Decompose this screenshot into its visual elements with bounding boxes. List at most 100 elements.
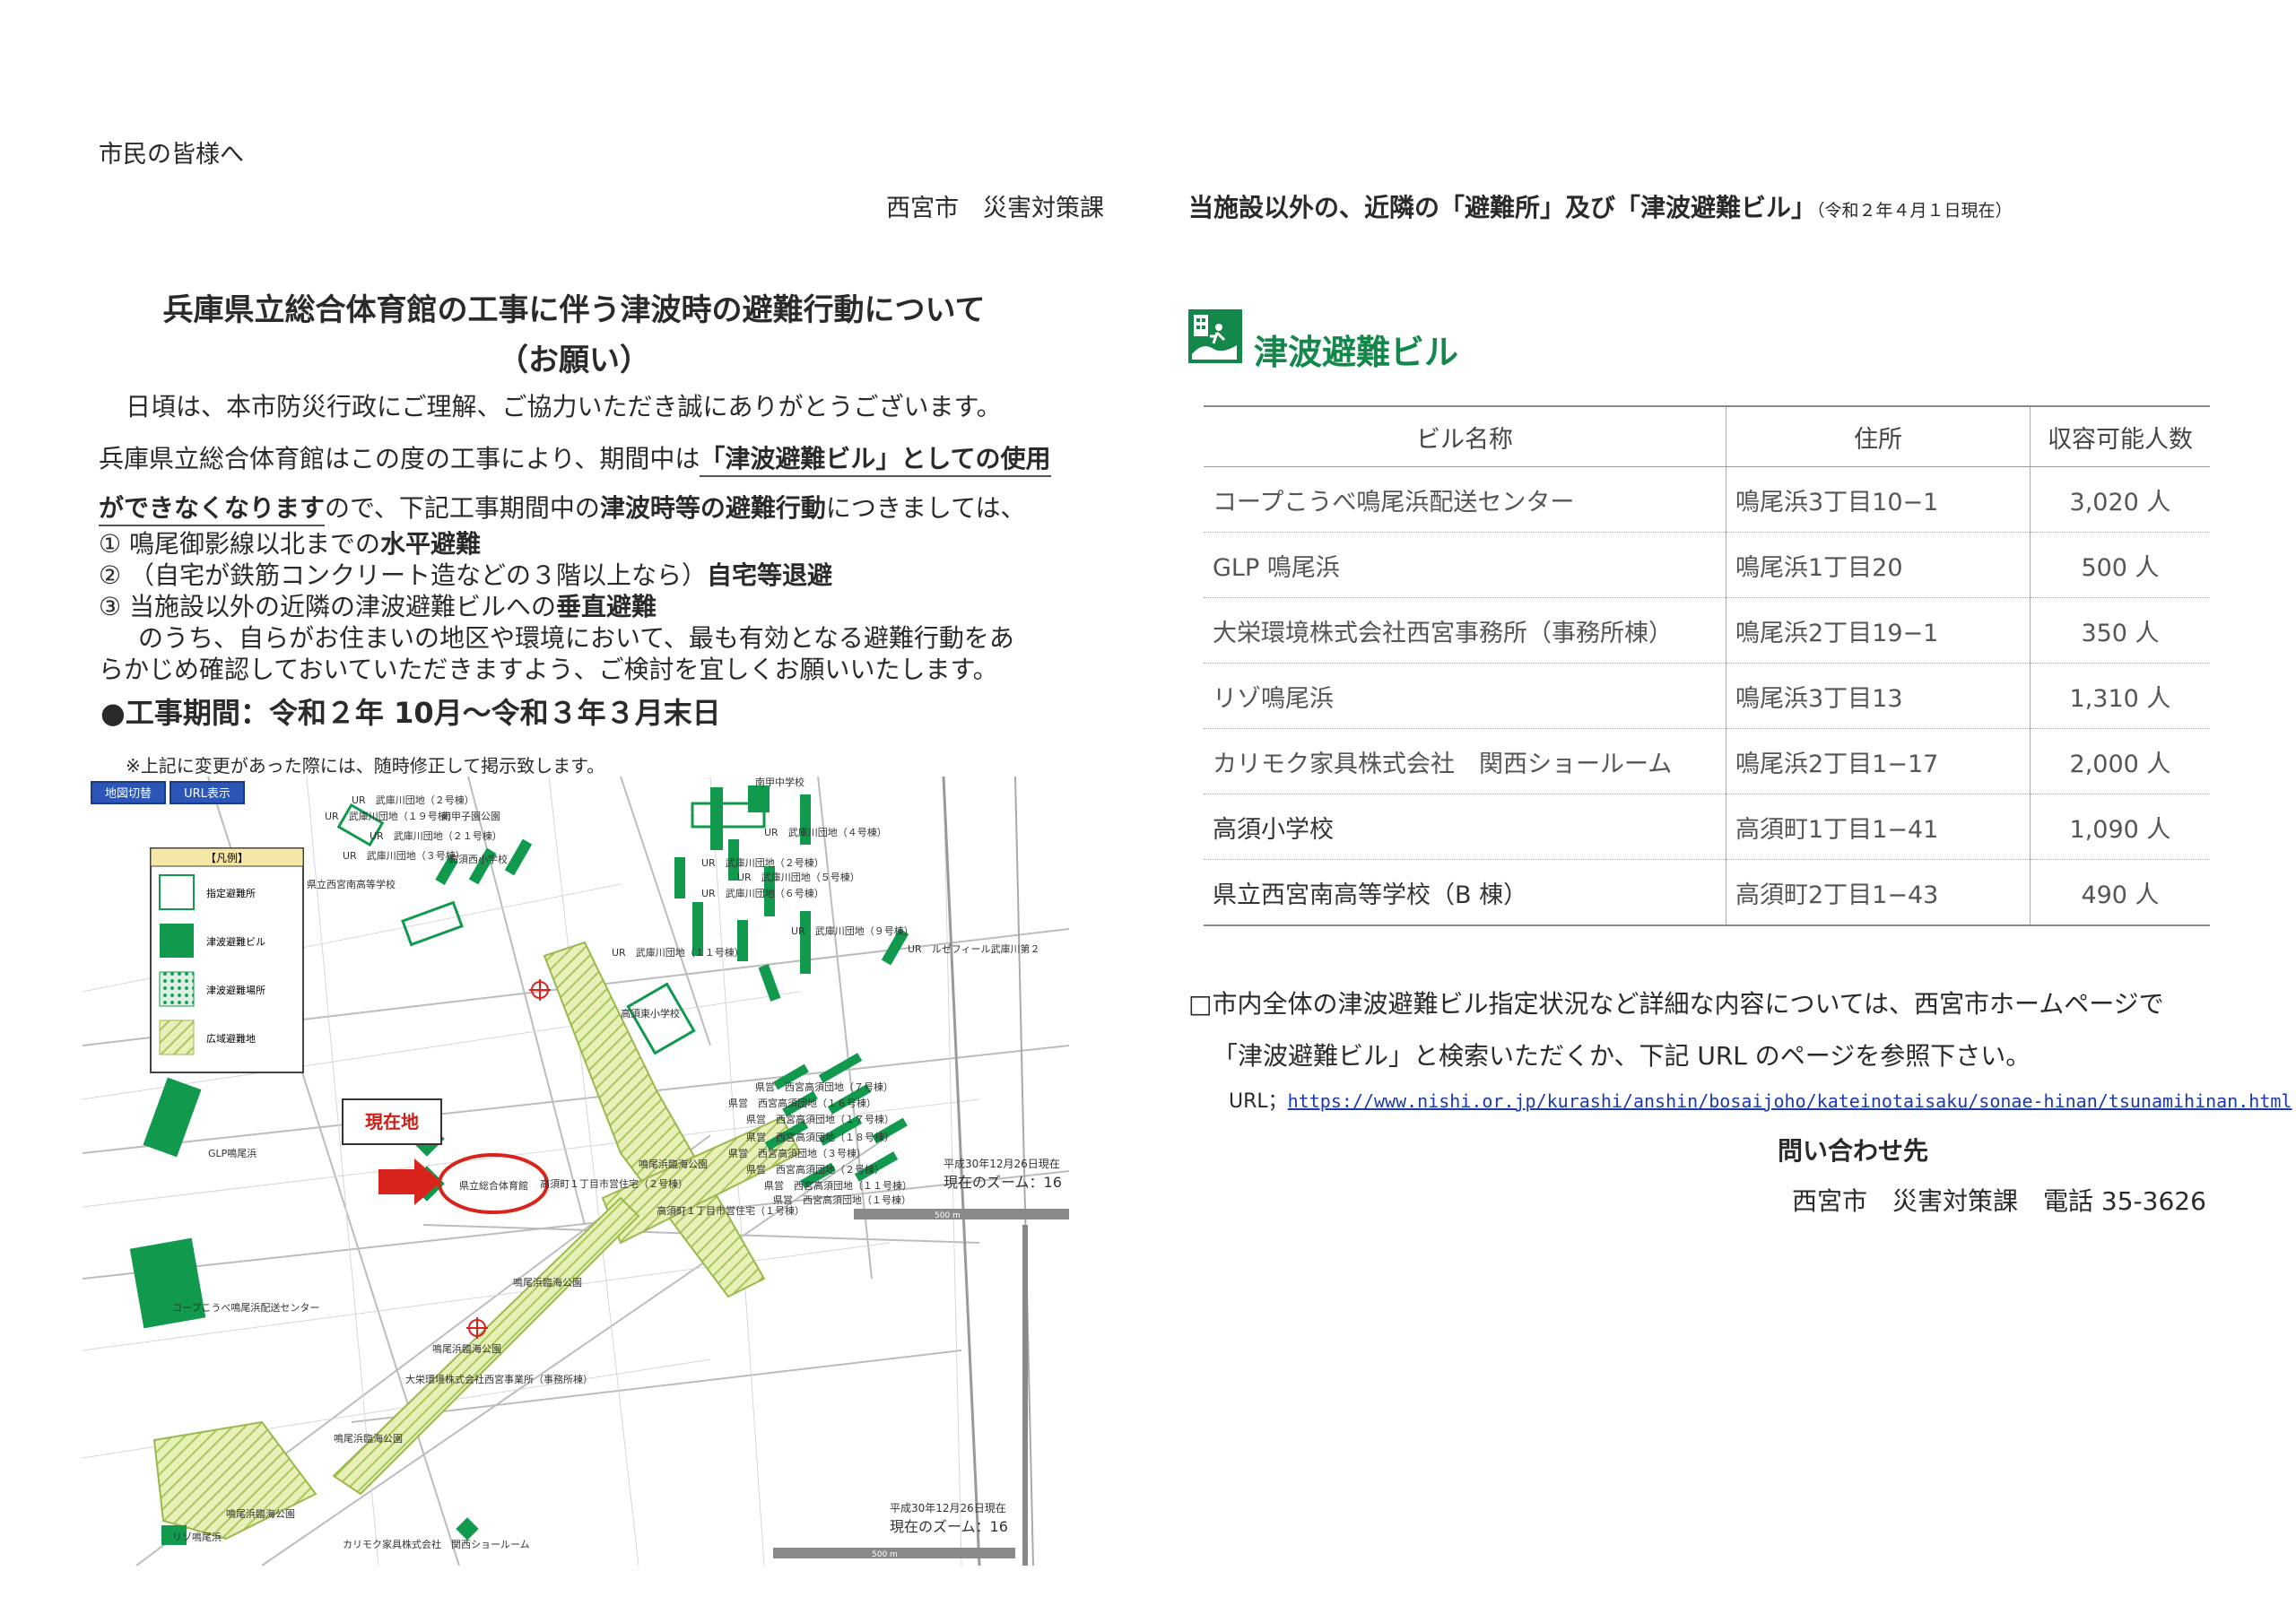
map-label: 鳴尾浜臨海公園 bbox=[639, 1158, 708, 1170]
map-label: 鳴尾浜臨海公園 bbox=[226, 1507, 295, 1520]
map-label: 県営 西宮高須団地（３号棟） bbox=[728, 1147, 866, 1159]
building-address: 鳴尾浜2丁目19−1 bbox=[1726, 597, 2031, 664]
title-line-2: （お願い） bbox=[498, 343, 650, 378]
current-location-label: 現在地 bbox=[365, 1111, 419, 1133]
notice-emphasis-2: ができなくなります bbox=[99, 493, 326, 526]
notice-text-2: ので、下記工事期間中の bbox=[325, 493, 600, 523]
map-label: カリモク家具株式会社 関西ショールーム bbox=[343, 1538, 530, 1550]
building-address: 鳴尾浜1丁目20 bbox=[1726, 532, 2031, 598]
closing-paragraph-line-2: らかじめ確認しておいていただきますよう、ご検討を宜しくお願いいたします。 bbox=[99, 655, 998, 684]
current-location-box bbox=[342, 1098, 442, 1145]
map-label: UR 武庫川団地（１１号棟） bbox=[612, 946, 744, 959]
url-line: URL；https://www.nishi.or.jp/kurashi/ansh… bbox=[1229, 1085, 2292, 1114]
map-label: UR 武庫川団地（２１号棟） bbox=[370, 829, 502, 842]
legend-tsunami-building: 津波避難ビル bbox=[206, 935, 265, 948]
closing-paragraph-line-1: のうち、自らがお住まいの地区や環境において、最も有効となる避難行動をあ bbox=[138, 623, 1014, 653]
building-capacity: 1,310 人 bbox=[2030, 663, 2210, 729]
building-address: 鳴尾浜3丁目13 bbox=[1726, 663, 2031, 729]
map-label: 高須町１丁目市営住宅（１号棟） bbox=[657, 1204, 804, 1217]
map-label: 県営 西宮高須団地（１７号棟） bbox=[746, 1113, 894, 1125]
map-switch-button[interactable] bbox=[91, 781, 166, 804]
map-label: 県立総合体育館 bbox=[459, 1179, 528, 1192]
current-location-arrow bbox=[378, 1159, 441, 1205]
map-label: UR 武庫川団地（５号棟） bbox=[737, 871, 860, 883]
url-display-button[interactable] bbox=[170, 781, 245, 804]
map-label: 県営 西宮高須団地（１６号棟） bbox=[728, 1097, 876, 1109]
zoom-date-lower: 平成30年12月26日現在 bbox=[890, 1502, 1006, 1515]
map-label: UR ルゼフィール武庫川第２ bbox=[908, 942, 1039, 955]
scale-bar-lower bbox=[773, 1548, 1015, 1558]
salutation: 市民の皆様へ bbox=[99, 141, 244, 169]
legend-shelter: 指定避難所 bbox=[206, 887, 256, 899]
building-name: 県立西宮南高等学校（B 棟） bbox=[1204, 859, 1726, 926]
greeting-paragraph: 日頃は、本市防災行政にご理解、ご協力いただき誠にありがとうございます。 bbox=[126, 392, 1002, 421]
nearby-shelters-heading: 当施設以外の、近隣の「避難所」及び「津波避難ビル」（令和２年４月１日現在） bbox=[1188, 188, 2013, 224]
heading-text: 当施設以外の、近隣の「避難所」及び「津波避難ビル」 bbox=[1188, 193, 1817, 222]
evac-option-2-bold: 自宅等退避 bbox=[707, 560, 833, 590]
notice-paragraph-line-2: ができなくなりますので、下記工事期間中の津波時等の避難行動につきましては、 bbox=[99, 489, 1026, 526]
contact-info: 西宮市 災害対策課 電話 35-3626 bbox=[1792, 1186, 2206, 1216]
map-legend: 【凡例】 指定避難所 津波避難ビル 津波避難場所 広域避難地 bbox=[150, 847, 304, 1073]
scale-label-lower: 500 m bbox=[872, 1550, 898, 1559]
contact-title: 問い合わせ先 bbox=[1778, 1136, 1929, 1166]
map-label: リゾ鳴尾浜 bbox=[172, 1531, 222, 1543]
zoom-level-lower: 現在のズーム：16 bbox=[890, 1518, 1008, 1535]
evac-option-1: ① 鳴尾御影線以北までの水平避難 bbox=[99, 525, 481, 560]
table-row: 高須小学校 高須町1丁目1−41 1,090 人 bbox=[1204, 794, 2210, 860]
table-row: 県立西宮南高等学校（B 棟） 高須町2丁目1−43 490 人 bbox=[1204, 859, 2210, 926]
map-label: 南甲子園公園 bbox=[441, 811, 500, 822]
department-name: 西宮市 災害対策課 bbox=[886, 195, 1104, 222]
document-title: 兵庫県立総合体育館の工事に伴う津波時の避難行動について （お願い） bbox=[161, 285, 987, 386]
zoom-level-upper: 現在のズーム：16 bbox=[944, 1174, 1062, 1191]
map-label: UR 武庫川団地（２号棟） bbox=[701, 856, 824, 869]
zoom-date-upper: 平成30年12月26日現在 bbox=[944, 1158, 1060, 1170]
building-name: GLP 鳴尾浜 bbox=[1204, 532, 1726, 598]
revision-note: ※上記に変更があった際には、随時修正して掲示致します。 bbox=[126, 755, 605, 777]
building-capacity: 1,090 人 bbox=[2030, 794, 2210, 860]
legend-wide-area: 広域避難地 bbox=[206, 1032, 256, 1045]
building-capacity: 500 人 bbox=[2030, 532, 2210, 598]
notice-emphasis-3: 津波時等の避難行動 bbox=[599, 493, 826, 523]
map-label: 鳴尾浜臨海公園 bbox=[432, 1342, 501, 1355]
table-row: 大栄環境株式会社西宮事務所（事務所棟） 鳴尾浜2丁目19−1 350 人 bbox=[1204, 597, 2210, 664]
building-capacity: 3,020 人 bbox=[2030, 466, 2210, 533]
map-label: UR 武庫川団地（３号棟） bbox=[343, 849, 465, 862]
map-label: GLP鳴尾浜 bbox=[208, 1147, 257, 1159]
tsunami-building-title: 津波避難ビル bbox=[1254, 333, 1459, 372]
title-line-1: 兵庫県立総合体育館の工事に伴う津波時の避難行動について bbox=[162, 292, 986, 328]
tsunami-building-icon bbox=[1188, 309, 1242, 363]
notice-text: 兵庫県立総合体育館はこの度の工事により、期間中は bbox=[99, 444, 700, 473]
building-name: 大栄環境株式会社西宮事務所（事務所棟） bbox=[1204, 597, 1726, 664]
building-name: リゾ鳴尾浜 bbox=[1204, 663, 1726, 729]
scale-label-upper: 500 m bbox=[935, 1211, 961, 1220]
url-display-label: URL表示 bbox=[184, 787, 230, 801]
evac-option-1-bold: 水平避難 bbox=[380, 529, 482, 559]
col-capacity: 収容可能人数 bbox=[2030, 405, 2210, 467]
info-url-link[interactable]: https://www.nishi.or.jp/kurashi/anshin/b… bbox=[1287, 1090, 2292, 1112]
map-switch-label: 地図切替 bbox=[105, 787, 152, 801]
map-label: 県営 西宮高須団地（２号棟） bbox=[746, 1163, 884, 1176]
url-label: URL； bbox=[1229, 1090, 1288, 1113]
table-row: リゾ鳴尾浜 鳴尾浜3丁目13 1,310 人 bbox=[1204, 663, 2210, 729]
building-name: 高須小学校 bbox=[1204, 794, 1726, 860]
building-name: カリモク家具株式会社 関西ショールーム bbox=[1204, 728, 1726, 794]
map-label: 大栄環境株式会社西宮事業所（事務所棟） bbox=[405, 1373, 593, 1385]
building-capacity: 490 人 bbox=[2030, 859, 2210, 926]
legend-tsunami-place: 津波避難場所 bbox=[206, 984, 265, 996]
map-label: 鳴尾浜臨海公園 bbox=[513, 1276, 582, 1289]
map-label: 鳴尾浜臨海公園 bbox=[334, 1432, 403, 1445]
map-label: 県営 西宮高須団地（１８号棟） bbox=[746, 1131, 894, 1143]
map-label: コープこうべ鳴尾浜配送センター bbox=[172, 1301, 319, 1314]
construction-period: ●工事期間：令和２年 10月～令和３年３月末日 bbox=[100, 696, 721, 730]
map-label: 高須東小学校 bbox=[621, 1007, 680, 1020]
evac-option-2: ② （自宅が鉄筋コンクリート造などの３階以上なら）自宅等退避 bbox=[99, 556, 832, 592]
evac-option-3: ③ 当施設以外の近隣の津波避難ビルへの垂直避難 bbox=[99, 587, 657, 623]
building-capacity: 350 人 bbox=[2030, 597, 2210, 664]
notice-paragraph-line-1: 兵庫県立総合体育館はこの度の工事により、期間中は「津波避難ビル」としての使用 bbox=[99, 439, 1051, 477]
map-label: 高須西小学校 bbox=[448, 853, 508, 865]
evac-option-2-text: ② （自宅が鉄筋コンクリート造などの３階以上なら） bbox=[99, 560, 708, 590]
scale-bar-upper bbox=[854, 1209, 1069, 1219]
table-row: GLP 鳴尾浜 鳴尾浜1丁目20 500 人 bbox=[1204, 532, 2210, 598]
map-label: 南甲中学校 bbox=[755, 777, 804, 788]
heading-date: （令和２年４月１日現在） bbox=[1816, 201, 2013, 221]
